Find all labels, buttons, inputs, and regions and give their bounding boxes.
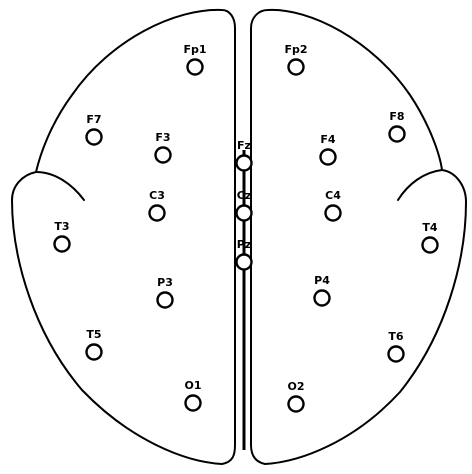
electrode-fp1: Fp1: [183, 43, 206, 75]
electrode-label-p4: P4: [314, 274, 330, 287]
electrode-marker-f8: [390, 127, 405, 142]
electrode-label-cz: Cz: [237, 189, 251, 202]
electrode-label-f3: F3: [155, 131, 170, 144]
right-hemisphere-outline: [251, 10, 466, 464]
electrode-marker-f7: [87, 130, 102, 145]
electrode-marker-o2: [289, 397, 304, 412]
electrode-cz: Cz: [237, 189, 252, 221]
electrode-marker-t3: [55, 237, 70, 252]
electrode-marker-f3: [156, 148, 171, 163]
electrode-label-o2: O2: [287, 380, 304, 393]
electrode-label-t3: T3: [54, 220, 69, 233]
electrode-label-p3: P3: [157, 276, 173, 289]
electrode-marker-fp1: [188, 60, 203, 75]
electrode-marker-pz: [237, 255, 252, 270]
electrode-label-f8: F8: [389, 110, 404, 123]
electrode-c4: C4: [325, 189, 341, 221]
electrode-marker-fp2: [289, 60, 304, 75]
electrode-label-t5: T5: [86, 328, 101, 341]
electrode-fz: Fz: [237, 139, 252, 171]
electrode-fp2: Fp2: [284, 43, 307, 75]
electrode-marker-p3: [158, 293, 173, 308]
electrode-label-fz: Fz: [237, 139, 251, 152]
electrode-marker-cz: [237, 206, 252, 221]
electrode-marker-t5: [87, 345, 102, 360]
electrode-label-fp2: Fp2: [284, 43, 307, 56]
electrode-p4: P4: [314, 274, 330, 306]
electrode-marker-fz: [237, 156, 252, 171]
electrode-c3: C3: [149, 189, 165, 221]
electrode-marker-c3: [150, 206, 165, 221]
electrode-t5: T5: [86, 328, 101, 360]
electrode-p3: P3: [157, 276, 173, 308]
electrode-o2: O2: [287, 380, 304, 412]
electrode-label-fp1: Fp1: [183, 43, 206, 56]
electrode-marker-o1: [186, 396, 201, 411]
electrode-label-o1: O1: [184, 379, 201, 392]
electrode-f3: F3: [155, 131, 170, 163]
right-ear-flap: [398, 170, 442, 200]
left-hemisphere-outline: [12, 10, 235, 464]
electrode-t4: T4: [422, 221, 438, 253]
electrode-f4: F4: [320, 133, 336, 165]
electrode-label-t6: T6: [388, 330, 404, 343]
electrode-marker-f4: [321, 150, 336, 165]
electrode-pz: Pz: [237, 238, 252, 270]
electrode-marker-c4: [326, 206, 341, 221]
electrode-marker-t6: [389, 347, 404, 362]
electrode-label-f4: F4: [320, 133, 336, 146]
electrode-t6: T6: [388, 330, 404, 362]
electrode-label-c3: C3: [149, 189, 165, 202]
electrode-f7: F7: [86, 113, 101, 145]
left-ear-flap: [36, 172, 84, 200]
electrode-o1: O1: [184, 379, 201, 411]
electrode-label-pz: Pz: [237, 238, 251, 251]
electrode-marker-t4: [423, 238, 438, 253]
electrode-label-t4: T4: [422, 221, 438, 234]
electrode-marker-p4: [315, 291, 330, 306]
electrode-label-c4: C4: [325, 189, 341, 202]
electrode-f8: F8: [389, 110, 404, 142]
electrode-label-f7: F7: [86, 113, 101, 126]
electrode-t3: T3: [54, 220, 69, 252]
